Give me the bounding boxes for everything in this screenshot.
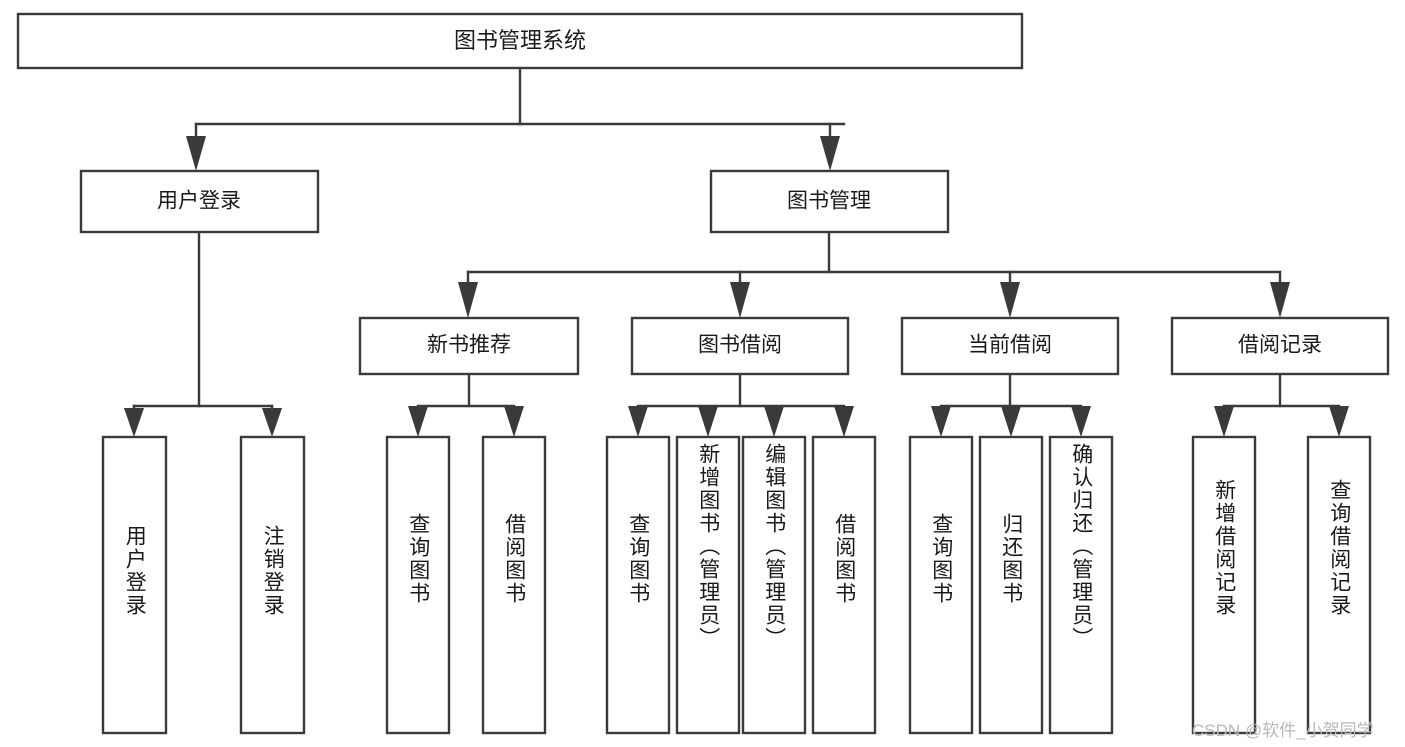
leaf-box-return-book[interactable] <box>978 435 1044 735</box>
arrow-head-icon <box>764 406 784 437</box>
node-borrow-record-box[interactable] <box>1170 316 1390 376</box>
leaf-box-edit-book[interactable] <box>741 435 807 735</box>
node-borrow-record[interactable]: 借阅记录 <box>1170 316 1390 376</box>
node-book-manage-box[interactable] <box>709 169 950 234</box>
leaf-box-add-record[interactable] <box>1191 435 1257 735</box>
leaf-boxes <box>101 435 1372 735</box>
arrow-head-icon <box>186 136 206 171</box>
leaf-box-confirm-return[interactable] <box>1048 435 1114 735</box>
arrow-head-icon <box>504 406 524 437</box>
leaf-box-query-book-2[interactable] <box>605 435 671 735</box>
node-root-box[interactable] <box>16 12 1024 70</box>
arrow-head-icon <box>1329 406 1349 437</box>
arrow-head-icon <box>931 406 951 437</box>
node-book-manage-label: 图书管理 <box>787 190 871 213</box>
arrow-head-icon <box>124 408 144 437</box>
leaf-box-add-book[interactable] <box>675 435 741 735</box>
node-current-borrow-label: 当前借阅 <box>968 334 1052 357</box>
connector-userlogin-to-leaves <box>124 230 282 437</box>
connector-bookborrow-to-leaves <box>628 372 854 437</box>
connector-bookmanage-to-level2 <box>458 230 1290 318</box>
node-current-borrow-box[interactable] <box>900 316 1120 376</box>
node-root[interactable]: 图书管理系统 <box>16 12 1024 70</box>
connector-newbook-to-leaves <box>408 372 524 437</box>
arrow-head-icon <box>458 282 478 318</box>
node-book-manage[interactable]: 图书管理 <box>709 169 950 234</box>
arrow-head-icon <box>834 406 854 437</box>
node-new-book-recommend-label: 新书推荐 <box>427 334 511 357</box>
node-book-borrow[interactable]: 图书借阅 <box>630 316 850 376</box>
node-new-book-recommend[interactable]: 新书推荐 <box>358 316 580 376</box>
node-book-borrow-box[interactable] <box>630 316 850 376</box>
node-user-login[interactable]: 用户登录 <box>79 169 320 234</box>
leaf-box-query-record[interactable] <box>1306 435 1372 735</box>
arrow-head-icon <box>628 406 648 437</box>
arrow-head-icon <box>1000 282 1020 318</box>
leaf-box-user-login[interactable] <box>101 435 168 735</box>
node-user-login-box[interactable] <box>79 169 320 234</box>
connector-currentborrow-to-leaves <box>931 372 1091 437</box>
arrow-head-icon <box>1214 406 1234 437</box>
connector-borrowrecord-to-leaves <box>1214 372 1349 437</box>
node-current-borrow[interactable]: 当前借阅 <box>900 316 1120 376</box>
connector-root-to-level1 <box>186 66 846 171</box>
arrow-head-icon <box>1001 406 1021 437</box>
leaf-box-query-book-1[interactable] <box>385 435 451 735</box>
arrow-head-icon <box>820 136 840 171</box>
node-new-book-recommend-box[interactable] <box>358 316 580 376</box>
arrow-head-icon <box>730 282 750 318</box>
node-root-label: 图书管理系统 <box>454 28 586 53</box>
leaf-box-query-book-3[interactable] <box>908 435 974 735</box>
arrow-head-icon <box>1071 406 1091 437</box>
arrow-head-icon <box>1270 282 1290 318</box>
node-borrow-record-label: 借阅记录 <box>1238 334 1322 357</box>
arrow-head-icon <box>698 406 718 437</box>
leaf-box-borrow-book-1[interactable] <box>481 435 547 735</box>
leaf-box-borrow-book-2[interactable] <box>811 435 877 735</box>
arrow-head-icon <box>262 408 282 437</box>
arrow-head-icon <box>408 406 428 437</box>
node-user-login-label: 用户登录 <box>157 190 241 213</box>
node-book-borrow-label: 图书借阅 <box>698 334 782 357</box>
leaf-box-logout[interactable] <box>239 435 306 735</box>
